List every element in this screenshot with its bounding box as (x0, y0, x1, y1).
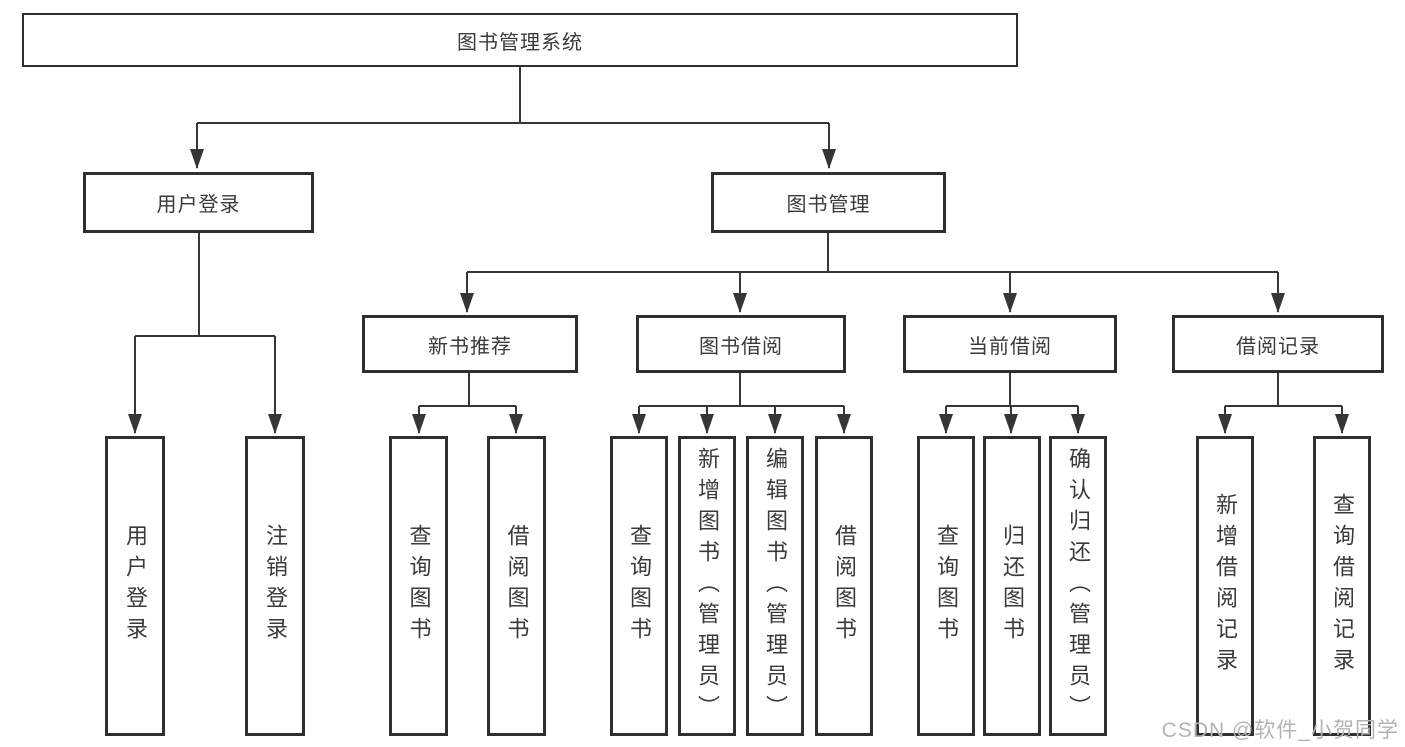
leaf-query-books-2: 查询图书 (610, 436, 668, 736)
leaf-user-login: 用户登录 (105, 436, 165, 736)
leaf-confirm-return-admin: 确认归还（管理员） (1049, 436, 1107, 736)
node-book-management: 图书管理 (711, 172, 946, 233)
node-current-borrow: 当前借阅 (903, 315, 1117, 373)
node-borrow-records: 借阅记录 (1172, 315, 1384, 373)
watermark: CSDN @软件_小贺同学 (1161, 719, 1399, 742)
node-user-login: 用户登录 (83, 172, 314, 233)
node-book-borrow: 图书借阅 (636, 315, 846, 373)
leaf-label: 借阅图书 (504, 524, 530, 648)
leaf-label: 归还图书 (1000, 524, 1025, 648)
leaf-query-books-3: 查询图书 (917, 436, 975, 736)
leaf-label: 确认归还（管理员） (1066, 446, 1091, 726)
leaf-label: 查询图书 (406, 524, 432, 648)
leaf-edit-book-admin: 编辑图书（管理员） (746, 436, 804, 736)
leaf-add-borrow-record: 新增借阅记录 (1196, 436, 1254, 736)
leaf-label: 借阅图书 (832, 524, 857, 648)
leaf-query-borrow-record: 查询借阅记录 (1313, 436, 1371, 736)
leaf-label: 注销登录 (263, 524, 288, 648)
leaf-borrow-books-1: 借阅图书 (487, 436, 546, 736)
leaf-label: 用户登录 (123, 524, 148, 648)
leaf-logout: 注销登录 (245, 436, 305, 736)
leaf-label: 查询借阅记录 (1330, 493, 1355, 679)
node-new-book-recommend: 新书推荐 (362, 315, 578, 373)
leaf-label: 查询图书 (627, 524, 652, 648)
node-root: 图书管理系统 (22, 13, 1018, 67)
leaf-add-book-admin: 新增图书（管理员） (678, 436, 736, 736)
leaf-label: 查询图书 (934, 524, 959, 648)
leaf-label: 新增借阅记录 (1213, 493, 1238, 679)
leaf-return-book: 归还图书 (983, 436, 1041, 736)
leaf-borrow-books-2: 借阅图书 (815, 436, 873, 736)
leaf-label: 编辑图书（管理员） (763, 446, 788, 726)
leaf-query-books-1: 查询图书 (389, 436, 448, 736)
leaf-label: 新增图书（管理员） (695, 446, 720, 726)
